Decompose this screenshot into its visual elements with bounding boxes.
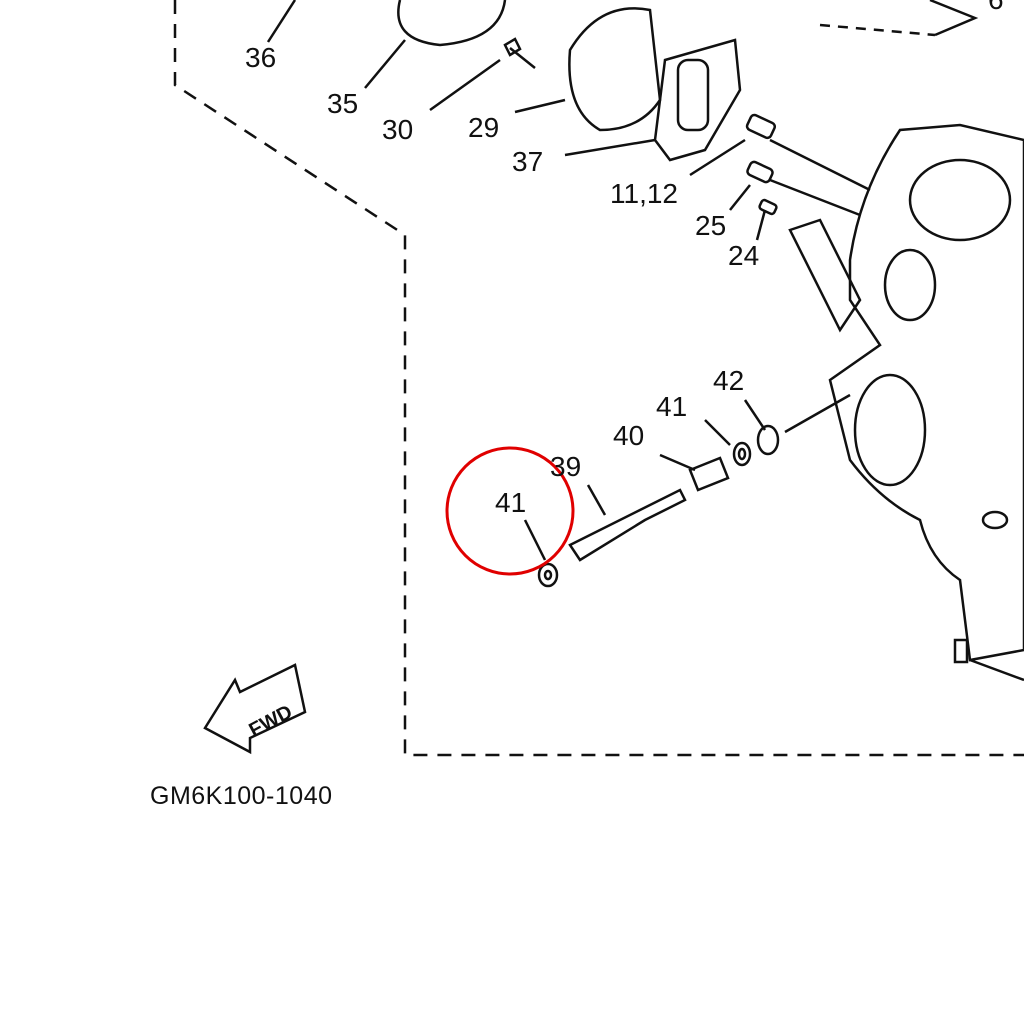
part-30-screw bbox=[503, 37, 536, 69]
callout-24: 24 bbox=[728, 240, 760, 271]
group-boundary bbox=[173, 0, 1024, 757]
part-41-washer-small bbox=[537, 562, 559, 588]
highlight-circle bbox=[445, 446, 575, 576]
callout-11-12: 11,12 bbox=[610, 178, 678, 209]
callout-35: 35 bbox=[327, 88, 359, 119]
diagram-code: GM6K100-1040 bbox=[150, 782, 333, 810]
callout-29: 29 bbox=[468, 112, 500, 143]
fwd-arrow bbox=[203, 663, 307, 755]
part-39-screw bbox=[568, 488, 687, 562]
callout-41: 41 bbox=[656, 391, 688, 422]
callout-6: 6 bbox=[988, 0, 1004, 14]
part-37-plate bbox=[653, 38, 742, 162]
carburetor-body bbox=[828, 123, 1024, 662]
callout-36: 36 bbox=[245, 42, 277, 73]
part-25-spring bbox=[746, 160, 774, 184]
fwd-arrow-label: FWD bbox=[246, 701, 297, 742]
callout-41-highlighted: 41 bbox=[495, 487, 527, 518]
callout-30: 30 bbox=[382, 114, 414, 145]
part-41-washer bbox=[732, 441, 752, 467]
part-35-gasket bbox=[397, 0, 507, 47]
callout-37: 37 bbox=[512, 146, 544, 177]
callout-25: 25 bbox=[695, 210, 727, 241]
part-40-spring bbox=[688, 456, 730, 492]
callout-40: 40 bbox=[613, 420, 645, 451]
callout-39: 39 bbox=[550, 451, 582, 482]
part-29-cover bbox=[568, 7, 662, 132]
part-42-oring bbox=[756, 424, 780, 456]
callout-42: 42 bbox=[713, 365, 745, 396]
part-11-spring bbox=[745, 113, 777, 140]
part-24-spring bbox=[758, 198, 778, 216]
